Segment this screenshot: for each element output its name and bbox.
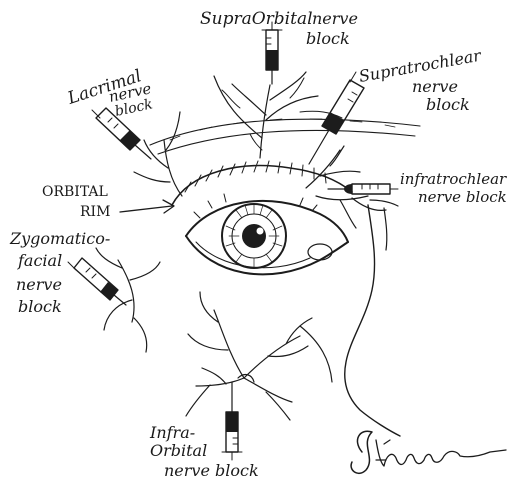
label-orbital-rim-line-2: RIM <box>80 204 110 220</box>
label-infratrochlear: infratrochlear nerve block <box>400 170 507 206</box>
label-supraorbital: SupraOrbital nerve block <box>200 9 358 48</box>
label-orbital-rim-line-1: ORBITAL <box>42 184 108 200</box>
label-supratrochlear-line-2: nerve <box>412 77 458 96</box>
label-infraorbital-line-1: Infra- <box>149 423 195 442</box>
orbital-rim-arrow <box>120 200 174 213</box>
iris <box>222 204 286 268</box>
label-zygomaticofacial-line-4: block <box>18 297 62 316</box>
artist-signature <box>351 431 506 473</box>
label-supraorbital-line-1: SupraOrbital <box>200 9 313 29</box>
nerve-branches <box>96 72 398 420</box>
label-zygomaticofacial-line-1: Zygomatico- <box>9 229 110 248</box>
label-infraorbital-line-3: nerve block <box>164 461 259 480</box>
label-supratrochlear-line-3: block <box>426 95 470 114</box>
label-orbital-rim: ORBITAL RIM <box>42 184 110 220</box>
syringe-supratrochlear <box>309 72 364 164</box>
label-infraorbital-line-2: Orbital <box>150 441 207 460</box>
label-zygomaticofacial-line-2: facial <box>17 251 62 270</box>
face-outline <box>300 205 400 436</box>
syringe-infratrochlear <box>328 184 398 194</box>
label-supratrochlear: Supratrochlear nerve block <box>357 46 483 114</box>
label-zygomaticofacial-line-3: nerve <box>16 275 62 294</box>
label-infraorbital: Infra- Orbital nerve block <box>149 423 259 480</box>
eye <box>186 194 348 274</box>
syringe-zygomaticofacial <box>68 258 126 305</box>
eyebrow <box>150 119 420 154</box>
syringe-supraorbital <box>262 22 282 84</box>
label-supraorbital-line-2: nerve <box>312 9 358 28</box>
label-supraorbital-line-3: block <box>306 29 350 48</box>
syringe-infraorbital <box>222 382 242 460</box>
label-infratrochlear-line-1: infratrochlear <box>400 170 507 188</box>
label-zygomaticofacial: Zygomatico- facial nerve block <box>9 229 110 316</box>
label-infratrochlear-line-2: nerve block <box>418 188 507 206</box>
